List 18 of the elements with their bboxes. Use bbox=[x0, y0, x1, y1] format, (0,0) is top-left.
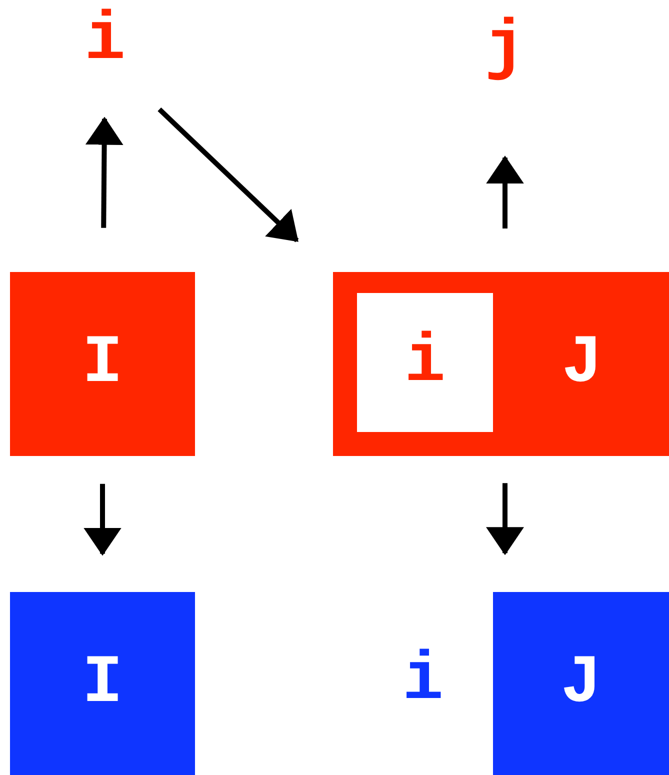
index-letter: I bbox=[81, 324, 124, 404]
index-letter: i bbox=[402, 645, 444, 717]
index-block bbox=[10, 272, 195, 456]
index-block bbox=[333, 272, 669, 456]
arrow bbox=[486, 483, 524, 556]
index-letter: J bbox=[560, 324, 604, 404]
arrow bbox=[486, 156, 524, 229]
index-letter: I bbox=[81, 644, 124, 724]
index-letter: i bbox=[84, 5, 126, 81]
index-block bbox=[357, 293, 493, 432]
index-letter: i bbox=[404, 322, 446, 402]
index-block bbox=[10, 592, 195, 775]
index-letter: J bbox=[560, 644, 602, 724]
arrow bbox=[84, 484, 122, 556]
index-letter: j bbox=[484, 9, 526, 89]
index-block bbox=[493, 592, 669, 775]
arrow bbox=[158, 108, 299, 242]
arrow bbox=[85, 116, 124, 228]
